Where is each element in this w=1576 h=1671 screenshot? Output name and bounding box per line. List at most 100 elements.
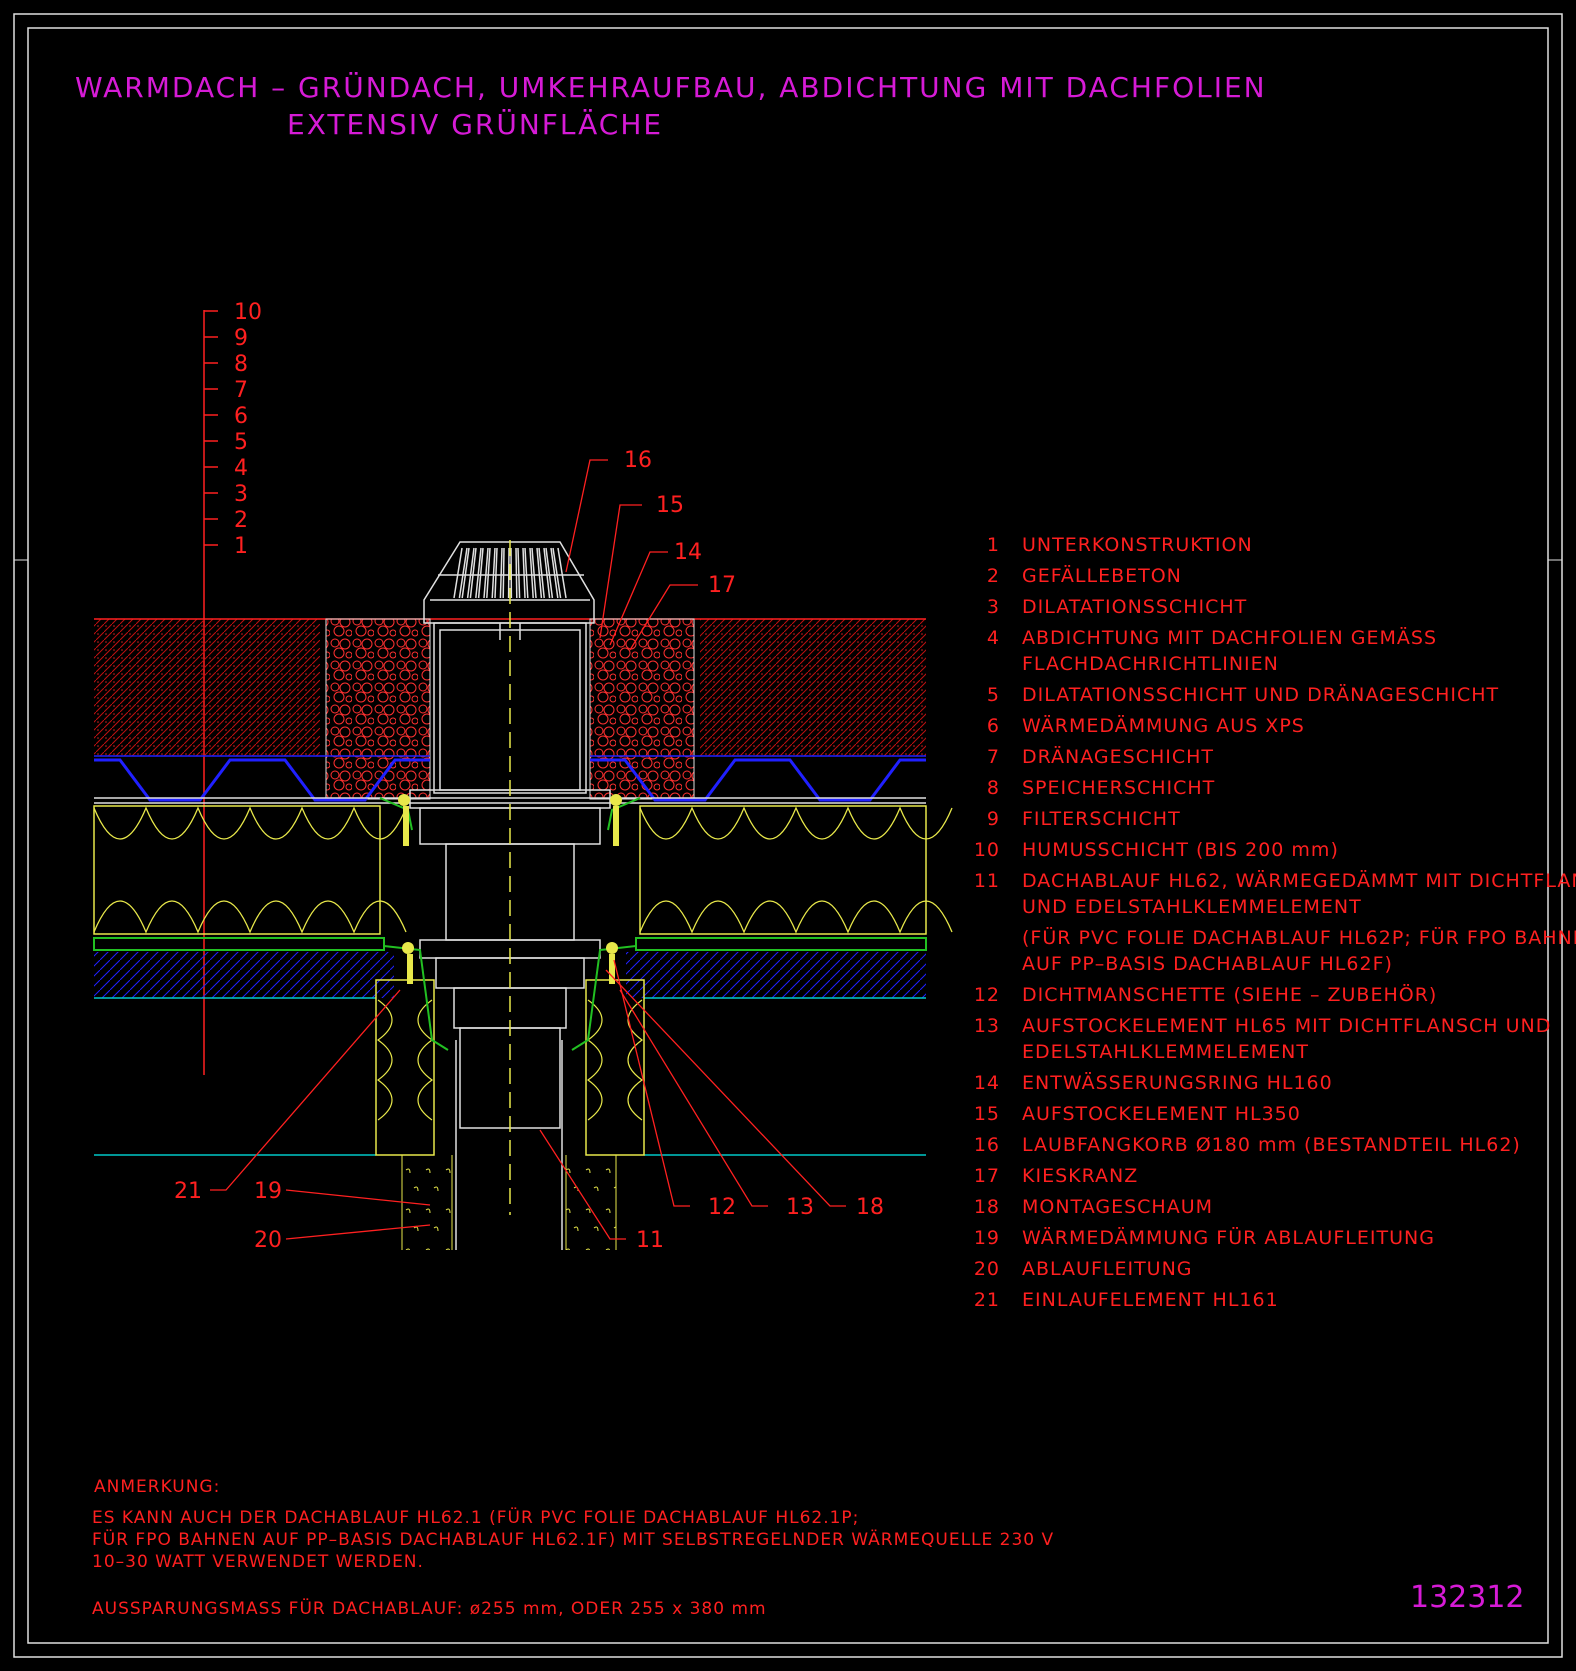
- callout-16: 16: [624, 448, 652, 473]
- legend-number: 4: [987, 627, 1000, 649]
- legend-item: 2 GEFÄLLEBETON: [987, 564, 1182, 587]
- layer-scale-label: 2: [234, 508, 248, 533]
- document-number: 132312: [1410, 1580, 1525, 1615]
- legend-item: 18 MONTAGESCHAUM: [974, 1196, 1213, 1218]
- layer-scale-label: 5: [234, 430, 248, 455]
- legend-text: DACHABLAUF HL62, WÄRMEGEDÄMMT MIT DICHTF…: [1022, 869, 1576, 892]
- legend-text: ENTWÄSSERUNGSRING HL160: [1022, 1071, 1333, 1094]
- membrane-left: [93, 937, 385, 951]
- legend-text: FILTERSCHICHT: [1022, 808, 1181, 830]
- humus-layer-left: [94, 619, 320, 756]
- legend-text: AUF PP–BASIS DACHABLAUF HL62F): [1022, 953, 1393, 975]
- legend-item: 15 AUFSTOCKELEMENT HL350: [974, 1103, 1301, 1125]
- legend-text: MONTAGESCHAUM: [1022, 1196, 1213, 1218]
- legend-number: 19: [974, 1227, 1000, 1249]
- legend-text: EINLAUFELEMENT HL161: [1022, 1289, 1279, 1311]
- drainage-layer-left: [94, 758, 430, 802]
- legend-number: 6: [987, 715, 1000, 737]
- legend-number: 11: [974, 870, 1000, 892]
- legend-number: 16: [974, 1134, 1000, 1156]
- legend-number: 2: [987, 565, 1000, 587]
- slope-concrete-right: [626, 952, 926, 998]
- title-line1: WARMDACH – GRÜNDACH, UMKEHRAUFBAU, ABDIC…: [75, 70, 1267, 104]
- membrane-right: [635, 937, 927, 951]
- legend-text: WÄRMEDÄMMUNG AUS XPS: [1022, 714, 1305, 737]
- legend-item: 9 FILTERSCHICHT: [987, 808, 1181, 830]
- callout-15: 15: [656, 493, 684, 518]
- leaf-guard-basket: [423, 541, 595, 624]
- legend-number: 9: [987, 808, 1000, 830]
- legend-text: (FÜR PVC FOLIE DACHABLAUF HL62P; FÜR FPO…: [1022, 926, 1576, 949]
- legend-number: 1: [987, 534, 1000, 556]
- note-cutout: AUSSPARUNGSMASS FÜR DACHABLAUF: ø255 mm,…: [92, 1597, 767, 1619]
- legend-item: 12 DICHTMANSCHETTE (SIEHE – ZUBEHÖR): [974, 983, 1437, 1006]
- callout-13: 13: [786, 1195, 814, 1220]
- callout-21: 21: [174, 1179, 202, 1204]
- legend-text: DILATATIONSSCHICHT UND DRÄNAGESCHICHT: [1022, 683, 1499, 706]
- legend-text: KIESKRANZ: [1022, 1165, 1138, 1187]
- legend-number: 15: [974, 1103, 1000, 1125]
- legend-item: 10 HUMUSSCHICHT (BIS 200 mm): [974, 839, 1339, 861]
- layer-scale-label: 1: [234, 534, 248, 559]
- legend-number: 10: [974, 839, 1000, 861]
- legend-item: 4 ABDICHTUNG MIT DACHFOLIEN GEMÄSS FLACHDA…: [987, 626, 1437, 675]
- roof-drain: [409, 541, 611, 1129]
- leader-lines: [210, 459, 846, 1240]
- legend-number: 3: [987, 596, 1000, 618]
- legend-text: GEFÄLLEBETON: [1022, 564, 1182, 587]
- humus-layer-right: [700, 619, 926, 756]
- legend-item: 19 WÄRMEDÄMMUNG FÜR ABLAUFLEITUNG: [974, 1226, 1435, 1249]
- clamping-bolts: [398, 794, 622, 984]
- legend-text: HUMUSSCHICHT (BIS 200 mm): [1022, 839, 1339, 861]
- legend-text: WÄRMEDÄMMUNG FÜR ABLAUFLEITUNG: [1022, 1226, 1435, 1249]
- note-line-2: FÜR FPO BAHNEN AUF PP–BASIS DACHABLAUF H…: [92, 1528, 1054, 1550]
- legend-text: DICHTMANSCHETTE (SIEHE – ZUBEHÖR): [1022, 983, 1437, 1006]
- callout-18: 18: [856, 1195, 884, 1220]
- layer-scale-label: 6: [234, 404, 248, 429]
- legend-item: 16 LAUBFANGKORB Ø180 mm (BESTANDTEIL HL62…: [974, 1134, 1521, 1156]
- legend-text: FLACHDACHRICHTLINIEN: [1022, 653, 1279, 675]
- legend-item: 6 WÄRMEDÄMMUNG AUS XPS: [987, 714, 1305, 737]
- callout-19: 19: [254, 1179, 282, 1204]
- note-line-3: 10–30 WATT VERWENDET WERDEN.: [92, 1552, 424, 1572]
- note-heading: ANMERKUNG:: [94, 1477, 220, 1497]
- legend-text: ABDICHTUNG MIT DACHFOLIEN GEMÄSS: [1022, 626, 1437, 649]
- legend-text: SPEICHERSCHICHT: [1022, 777, 1215, 799]
- note-line-1: ES KANN AUCH DER DACHABLAUF HL62.1 (FÜR …: [92, 1506, 859, 1528]
- legend-number: 13: [974, 1015, 1000, 1037]
- note-block: ANMERKUNG: ES KANN AUCH DER DACHABLAUF H…: [92, 1477, 1054, 1619]
- legend-number: 18: [974, 1196, 1000, 1218]
- legend-text: UND EDELSTAHLKLEMMELEMENT: [1022, 896, 1362, 918]
- layer-scale-label: 7: [234, 378, 248, 403]
- layer-scale-label: 4: [234, 456, 248, 481]
- legend-number: 17: [974, 1165, 1000, 1187]
- callout-14: 14: [674, 540, 702, 565]
- layer-scale-label: 9: [234, 326, 248, 351]
- legend-number: 8: [987, 777, 1000, 799]
- callout-12: 12: [708, 1195, 736, 1220]
- legend-text: AUFSTOCKELEMENT HL350: [1022, 1103, 1301, 1125]
- legend-item: (FÜR PVC FOLIE DACHABLAUF HL62P; FÜR FPO…: [1022, 926, 1576, 975]
- callouts: 16 15 14 17 21 19 20 11 12 13 18: [174, 448, 884, 1253]
- slope-concrete-left: [94, 952, 394, 998]
- layer-scale-label: 10: [234, 300, 262, 325]
- inner-frame: [27, 27, 1549, 1644]
- section-detail: [93, 540, 953, 1250]
- legend-number: 12: [974, 984, 1000, 1006]
- legend-number: 7: [987, 746, 1000, 768]
- xps-insulation-left: [93, 805, 381, 935]
- legend-text: LAUBFANGKORB Ø180 mm (BESTANDTEIL HL62): [1022, 1134, 1521, 1156]
- legend-item: 8 SPEICHERSCHICHT: [987, 777, 1215, 799]
- legend-text: ABLAUFLEITUNG: [1022, 1258, 1193, 1280]
- legend-item: 17 KIESKRANZ: [974, 1165, 1138, 1187]
